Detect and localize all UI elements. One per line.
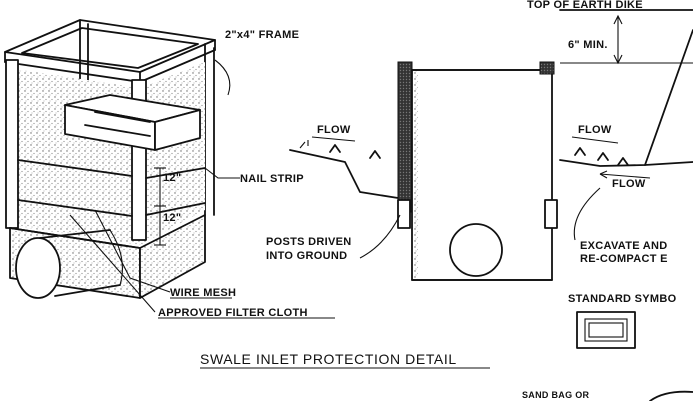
post-front-left [5,59,19,229]
wire-mesh-label: WIRE MESH [170,287,236,299]
filter-cloth-label: APPROVED FILTER CLOTH [158,307,308,319]
dimension-upper: 12" [163,172,181,184]
flow-label-right-upper: FLOW [578,124,612,136]
dimension-lower: 12" [163,212,181,224]
sand-bag-label: SAND BAG OR [522,390,590,400]
section-view: FLOW [289,61,558,281]
nail-strip-label: NAIL STRIP [240,173,304,185]
posts-label-line1: POSTS DRIVEN [266,236,352,248]
min-height-label: 6" MIN. [568,39,608,51]
flow-label-left: FLOW [317,124,351,136]
excavate-label-line2: RE-COMPACT E [580,253,668,265]
frame-label: 2"x4" FRAME [225,29,299,41]
pipe-section [449,223,503,277]
frame-top-inner [21,27,199,69]
isometric-inlet-view [4,19,240,313]
excavate-label-line1: EXCAVATE AND [580,240,668,252]
flow-label-right-lower: FLOW [612,178,646,190]
standard-symbol-label: STANDARD SYMBO [568,293,677,305]
posts-label-line2: INTO GROUND [266,250,347,262]
top-of-dike-label: TOP OF EARTH DIKE [527,0,643,11]
outlet-pipe [15,237,61,299]
drawing-title: SWALE INLET PROTECTION DETAIL [200,351,457,367]
earth-dike-section: FLOW FLOW [559,9,693,402]
standard-symbol-box [576,311,636,349]
